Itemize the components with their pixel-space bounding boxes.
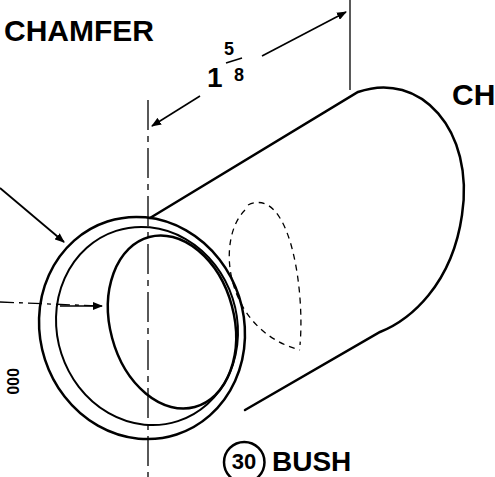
dimension-text: 8 (234, 66, 244, 84)
center-line (147, 100, 148, 477)
leader-line (0, 188, 64, 242)
front-outer-edge (10, 190, 273, 466)
dimension-text: 1 (207, 64, 223, 92)
leader-line (60, 305, 102, 307)
tolerance-text: 000 (4, 368, 20, 395)
chamfer-edge (31, 203, 264, 449)
extension-line (349, 0, 350, 90)
fraction-bar (226, 58, 242, 63)
dimension-text: 5 (224, 40, 234, 58)
callout-number: 30 (222, 451, 266, 473)
part-name: BUSH (272, 448, 351, 476)
dimension-line (152, 96, 200, 126)
dimension-line (262, 12, 346, 56)
bore-shading (229, 203, 301, 350)
note-text: CHAMFER (4, 16, 154, 46)
callout-circle: 30 (222, 440, 266, 477)
note-text: CH (452, 80, 495, 110)
